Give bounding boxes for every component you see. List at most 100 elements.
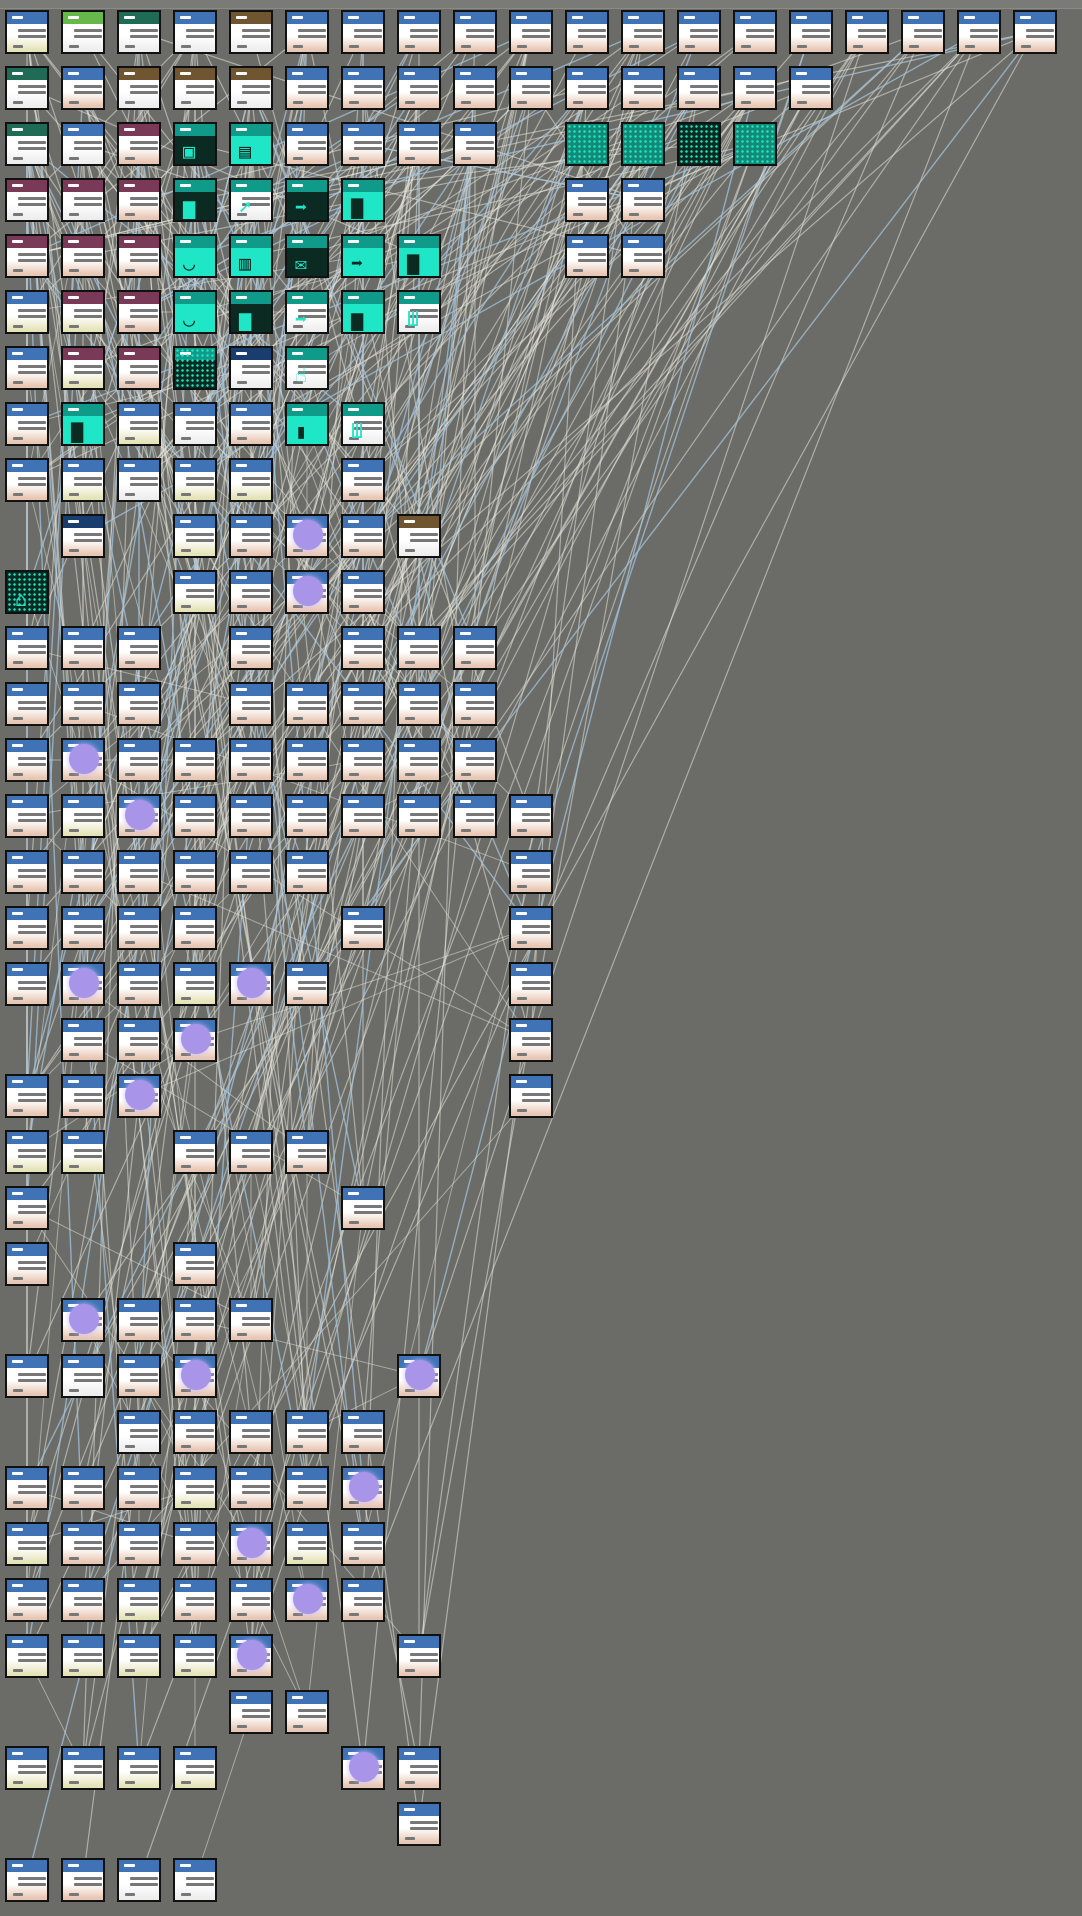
graph-node[interactable] [117,402,161,446]
graph-node[interactable] [61,178,105,222]
graph-node[interactable] [117,290,161,334]
graph-node[interactable] [285,66,329,110]
graph-node[interactable] [5,850,49,894]
graph-node[interactable] [5,458,49,502]
graph-node[interactable] [5,1354,49,1398]
graph-node[interactable] [229,1466,273,1510]
graph-node[interactable] [341,906,385,950]
graph-node[interactable] [117,1410,161,1454]
graph-node[interactable] [5,66,49,110]
graph-node[interactable] [285,962,329,1006]
graph-node[interactable] [173,1858,217,1902]
graph-node[interactable] [61,346,105,390]
graph-node[interactable] [565,10,609,54]
graph-node[interactable]: ➚ [229,178,273,222]
graph-node[interactable] [61,626,105,670]
graph-node[interactable] [285,1522,329,1566]
graph-node[interactable] [173,1242,217,1286]
graph-node[interactable] [117,1746,161,1790]
graph-node[interactable] [61,1354,105,1398]
graph-node[interactable] [61,1466,105,1510]
graph-node[interactable] [173,1522,217,1566]
graph-node[interactable] [229,1130,273,1174]
graph-node[interactable] [117,178,161,222]
graph-node[interactable] [397,10,441,54]
graph-node[interactable] [509,1018,553,1062]
graph-node[interactable] [621,234,665,278]
graph-node[interactable] [397,1354,441,1398]
graph-node[interactable] [117,10,161,54]
graph-node[interactable]: ➡ [285,178,329,222]
graph-node[interactable] [117,962,161,1006]
graph-node[interactable] [565,178,609,222]
graph-node[interactable] [229,10,273,54]
graph-node[interactable] [229,1690,273,1734]
graph-node[interactable] [117,1354,161,1398]
graph-node[interactable] [285,1130,329,1174]
graph-node[interactable] [5,1130,49,1174]
graph-node[interactable] [341,1466,385,1510]
graph-node[interactable] [5,1858,49,1902]
graph-node[interactable] [117,738,161,782]
graph-node[interactable] [845,10,889,54]
graph-node[interactable] [61,234,105,278]
graph-node[interactable] [397,738,441,782]
graph-node[interactable] [565,66,609,110]
graph-node[interactable] [285,10,329,54]
graph-node[interactable] [677,122,721,166]
graph-node[interactable] [397,122,441,166]
graph-node[interactable] [61,906,105,950]
graph-node[interactable] [117,458,161,502]
graph-node[interactable] [5,682,49,726]
graph-node[interactable] [117,1578,161,1622]
graph-node[interactable] [733,122,777,166]
graph-node[interactable] [341,794,385,838]
graph-node[interactable] [5,626,49,670]
graph-node[interactable] [117,794,161,838]
graph-node[interactable] [5,10,49,54]
graph-node[interactable]: ▣ [173,122,217,166]
graph-node[interactable] [229,346,273,390]
graph-node[interactable] [117,122,161,166]
graph-node[interactable] [229,1634,273,1678]
graph-node[interactable]: ☝ [285,346,329,390]
graph-node[interactable] [285,1466,329,1510]
graph-node[interactable] [117,1634,161,1678]
graph-node[interactable] [117,1018,161,1062]
graph-node[interactable] [173,402,217,446]
graph-node[interactable]: ✉ [285,234,329,278]
graph-node[interactable] [229,66,273,110]
graph-node[interactable] [509,962,553,1006]
graph-node[interactable] [397,682,441,726]
graph-node[interactable] [341,1186,385,1230]
graph-node[interactable] [5,178,49,222]
graph-node[interactable] [509,850,553,894]
graph-node[interactable] [117,1522,161,1566]
graph-node[interactable] [5,1578,49,1622]
graph-node[interactable] [5,402,49,446]
graph-node[interactable] [397,1802,441,1846]
graph-node[interactable] [285,1578,329,1622]
graph-node[interactable] [285,850,329,894]
graph-node[interactable] [5,1634,49,1678]
graph-node[interactable] [341,66,385,110]
graph-node[interactable] [509,906,553,950]
graph-node[interactable] [61,1578,105,1622]
graph-node[interactable] [5,794,49,838]
graph-node[interactable] [173,738,217,782]
graph-node[interactable] [229,1522,273,1566]
graph-node[interactable] [285,122,329,166]
graph-node[interactable] [5,738,49,782]
graph-node[interactable] [117,850,161,894]
graph-node[interactable] [397,1746,441,1790]
graph-node[interactable] [229,850,273,894]
graph-node[interactable] [117,1858,161,1902]
graph-node[interactable]: ◡ [173,290,217,334]
graph-node[interactable] [61,1522,105,1566]
graph-node[interactable] [173,1578,217,1622]
graph-node[interactable] [509,1074,553,1118]
graph-node[interactable] [565,234,609,278]
graph-node[interactable] [341,10,385,54]
graph-node[interactable] [173,346,217,390]
graph-node[interactable] [117,346,161,390]
